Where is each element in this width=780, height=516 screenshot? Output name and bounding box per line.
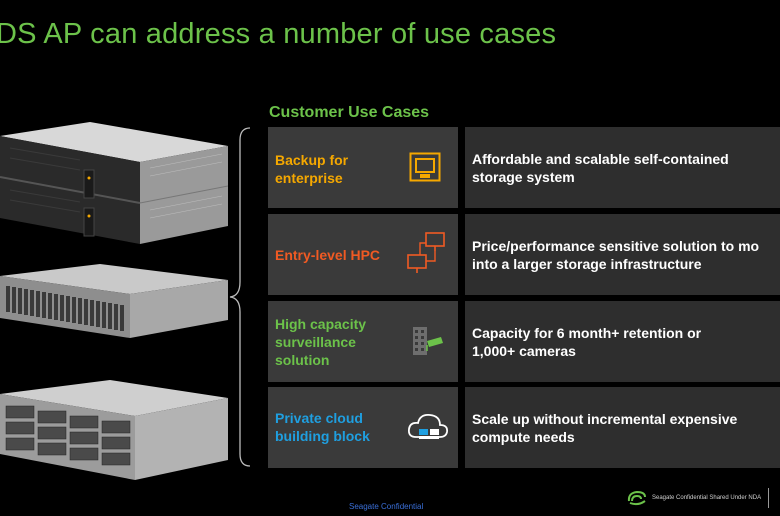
use-case-description: Scale up without incremental expensive c… (465, 387, 780, 468)
use-case-description: Affordable and scalable self-contained s… (465, 127, 780, 208)
use-case-description: Price/performance sensitive solution to … (465, 214, 780, 295)
footer-divider (768, 488, 769, 508)
footer-nda-text: Seagate Confidential Shared Under NDA (652, 495, 762, 501)
use-case-label: Private cloud building block (275, 410, 370, 444)
use-case-label: Entry-level HPC (275, 247, 381, 263)
section-heading: Customer Use Cases (269, 104, 430, 121)
description-line: Capacity for 6 month+ retention or (472, 325, 702, 341)
use-case-label: Backup for enterprise (275, 152, 349, 186)
description-line: storage system (472, 169, 575, 185)
description-line: into a larger storage infrastructure (472, 256, 702, 272)
storage-enclosure-2u-24bay-image (0, 264, 228, 338)
slide-title: DS AP can address a number of use cases (0, 18, 557, 50)
cloud-storage-icon (407, 414, 449, 439)
storage-enclosure-4u-image (0, 122, 228, 244)
description-line: 1,000+ cameras (472, 343, 576, 359)
use-case-surveillance: High capacity surveillance solution (268, 301, 458, 382)
use-case-description: Capacity for 6 month+ retention or 1,000… (465, 301, 780, 382)
connected-monitors-icon (407, 232, 445, 273)
curly-brace-icon (229, 127, 251, 467)
description-line: compute needs (472, 429, 575, 445)
use-case-label: High capacity surveillance solution (275, 316, 367, 368)
seagate-logo-icon (627, 490, 646, 506)
footer-confidential: Seagate Confidential (349, 502, 424, 511)
surveillance-camera-icon (413, 327, 443, 355)
storage-enclosure-2u-12bay-image (0, 380, 228, 480)
description-line: Scale up without incremental expensive (472, 411, 738, 427)
footer-branding: Seagate Confidential Shared Under NDA (626, 488, 761, 508)
use-case-hpc: Entry-level HPC (268, 214, 458, 295)
use-case-private-cloud: Private cloud building block (268, 387, 458, 468)
backup-drive-icon (409, 152, 441, 182)
description-line: Price/performance sensitive solution to … (472, 238, 760, 254)
use-case-backup: Backup for enterprise (268, 127, 458, 208)
description-line: Affordable and scalable self-contained (472, 151, 729, 167)
